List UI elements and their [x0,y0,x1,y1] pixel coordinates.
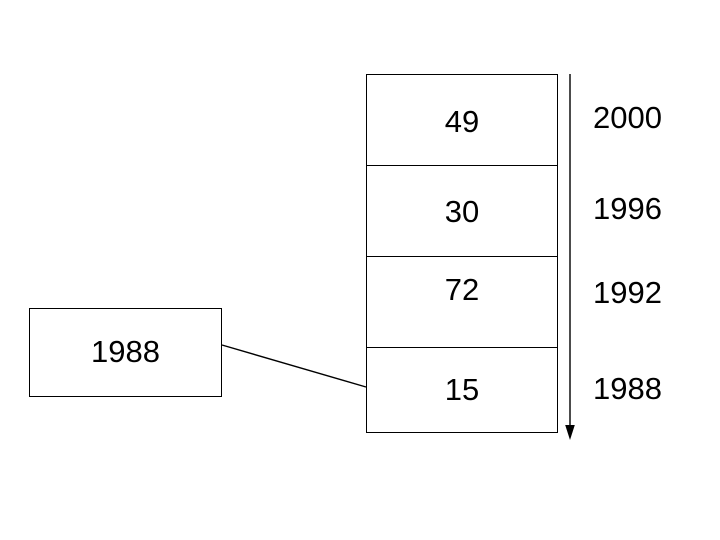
stack-cell-value: 72 [444,272,480,307]
leader-line-icon [221,344,367,388]
value-stack: 49 30 72 15 [366,74,558,433]
stack-cell-value: 30 [444,194,480,229]
stack-cell[interactable]: 72 [367,257,557,348]
year-label: 2000 [593,100,662,135]
year-label: 1988 [593,371,662,406]
stack-cell[interactable]: 30 [367,166,557,257]
stack-cell[interactable]: 15 [367,348,557,432]
stack-cell-value: 49 [444,104,480,139]
stack-cell-value: 15 [444,372,480,407]
year-label: 1992 [593,275,662,310]
callout-box[interactable]: 1988 [29,308,222,397]
stack-cell[interactable]: 49 [367,75,557,166]
year-label: 1996 [593,191,662,226]
arrow-down-icon [565,74,575,440]
callout-box-label: 1988 [91,334,160,369]
